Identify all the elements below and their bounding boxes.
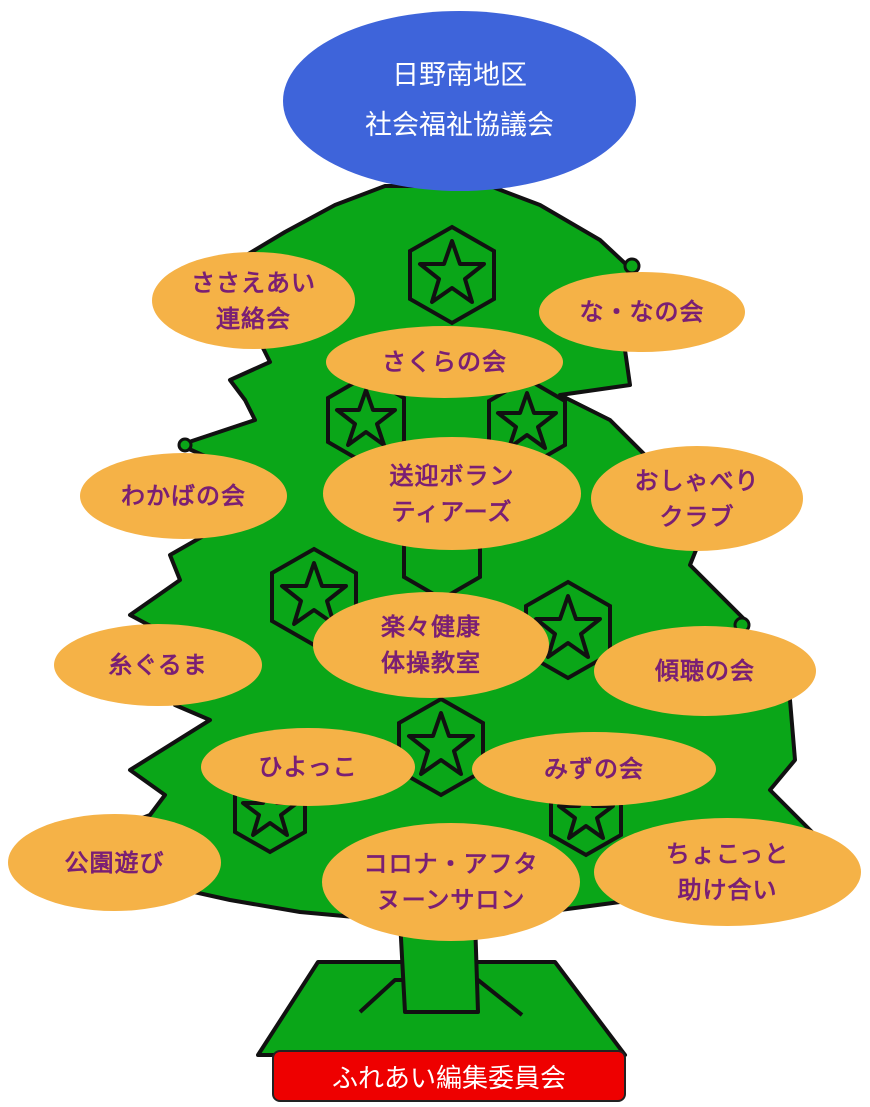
group-label: な・なの会	[579, 298, 705, 326]
group-mizu: みずの会	[472, 732, 716, 806]
group-nanano: な・なの会	[539, 272, 745, 352]
star-ornament	[326, 373, 406, 467]
group-label-line2: 助け合い	[677, 876, 778, 904]
group-rakuraku: 楽々健康 体操教室	[313, 592, 549, 698]
group-wakaba: わかばの会	[80, 453, 287, 539]
group-oshaberi: おしゃべり クラブ	[591, 446, 803, 551]
group-label-line1: ちょこっと	[665, 840, 790, 868]
group-hiyokko: ひよっこ	[201, 728, 415, 806]
group-sougei: 送迎ボラン ティアーズ	[323, 437, 581, 550]
group-label-line2: クラブ	[659, 502, 735, 531]
group-label-line2: ティアーズ	[391, 497, 513, 526]
organization-name-line1: 日野南地区	[392, 60, 527, 91]
group-label-line1: 送迎ボラン	[389, 461, 515, 490]
group-label-line2: 体操教室	[381, 649, 481, 677]
group-label-line1: コロナ・アフタ	[363, 850, 539, 878]
group-corona: コロナ・アフタ ヌーンサロン	[322, 823, 580, 941]
organization-oval: 日野南地区 社会福祉協議会	[283, 11, 636, 191]
group-kouen: 公園遊び	[8, 814, 221, 911]
group-sakura: さくらの会	[326, 326, 563, 398]
tree-trunk	[398, 919, 480, 1014]
group-label: 糸ぐるま	[108, 651, 208, 679]
ornament-ball	[623, 257, 641, 275]
star-ornament	[397, 696, 485, 798]
ornament-ball	[177, 437, 193, 453]
editorial-committee-label: ふれあい編集委員会	[272, 1050, 626, 1102]
group-label: さくらの会	[382, 348, 507, 376]
group-label-line1: ささえあい	[191, 268, 316, 297]
group-label-line1: おしゃべり	[634, 466, 760, 495]
group-label-line2: ヌーンサロン	[376, 886, 526, 914]
group-label-line1: 楽々健康	[381, 613, 481, 641]
group-label: ひよっこ	[258, 753, 358, 781]
group-itoguruma: 糸ぐるま	[54, 624, 262, 706]
group-label: 公園遊び	[64, 848, 165, 877]
group-label: みずの会	[544, 755, 644, 783]
star-ornament	[408, 224, 496, 326]
group-label-line2: 連絡会	[216, 304, 291, 333]
group-keichou: 傾聴の会	[594, 626, 816, 716]
footer-label-text: ふれあい編集委員会	[331, 1063, 566, 1094]
group-label: わかばの会	[121, 482, 246, 510]
organization-name-line2: 社会福祉協議会	[365, 110, 554, 141]
group-sasaeai: ささえあい 連絡会	[152, 252, 355, 349]
group-label: 傾聴の会	[655, 657, 755, 685]
group-chokotto: ちょこっと 助け合い	[594, 818, 861, 926]
